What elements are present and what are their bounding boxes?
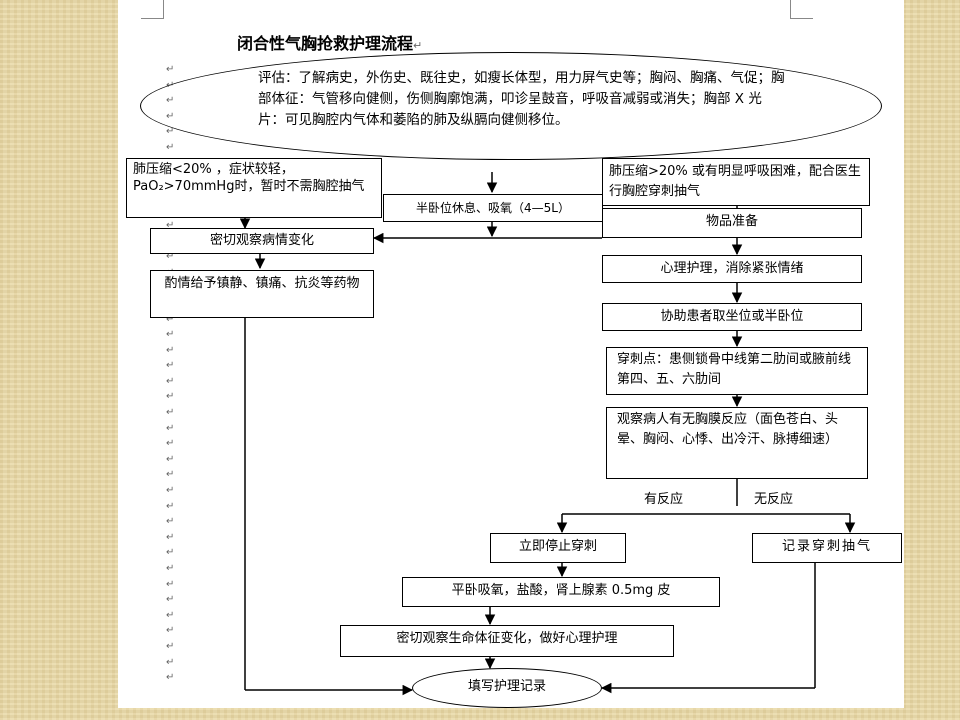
page-title: 闭合性气胸抢救护理流程↵ [237, 34, 423, 53]
puncture-point-box: 穿刺点：患侧锁骨中线第二肋间或腋前线第四、五、六肋间 [606, 347, 868, 395]
assessment-text: 评估：了解病史，外伤史、既往史，如瘦长体型，用力屏气史等；胸闷、胸痛、气促；胸部… [258, 70, 785, 128]
record-aspiration-box: 记录穿刺抽气 [752, 533, 902, 563]
observe-reaction-box: 观察病人有无胸膜反应（面色苍白、头晕、胸闷、心悸、出冷汗、脉搏细速） [606, 407, 868, 479]
no-reaction-label: 无反应 [754, 492, 794, 507]
oxygen-epinephrine-box: 平卧吸氧，盐酸，肾上腺素 0.5mg 皮 [402, 577, 720, 607]
page-corner-mark-right [790, 0, 813, 19]
reaction-label: 有反应 [644, 492, 684, 507]
paragraph-marks: ↵↵↵↵↵↵ ↵↵↵↵↵↵ ↵↵↵↵↵↵ ↵↵↵↵↵↵ ↵↵↵↵↵↵ ↵↵↵↵↵… [166, 64, 175, 684]
position-box: 协助患者取坐位或半卧位 [602, 303, 862, 331]
prepare-items-box: 物品准备 [602, 208, 862, 238]
left-condition-box: 肺压缩<20% ，症状较轻，PaO₂>70mmHg时，暂时不需胸腔抽气 [126, 158, 382, 218]
observe-condition-box: 密切观察病情变化 [150, 228, 374, 254]
stop-puncture-box: 立即停止穿刺 [490, 533, 626, 563]
assessment-ellipse [140, 52, 882, 160]
final-record-ellipse: 填写护理记录 [412, 668, 602, 708]
monitor-vitals-box: 密切观察生命体征变化，做好心理护理 [340, 625, 674, 657]
medication-box: 酌情给予镇静、镇痛、抗炎等药物 [150, 270, 374, 318]
middle-rest-box: 半卧位休息、吸氧（4—5L） [383, 194, 603, 222]
page-corner-mark-left [141, 0, 164, 19]
psych-care-box: 心理护理，消除紧张情绪 [602, 255, 862, 283]
right-condition-box: 肺压缩>20% 或有明显呼吸困难，配合医生行胸腔穿刺抽气 [602, 158, 870, 206]
